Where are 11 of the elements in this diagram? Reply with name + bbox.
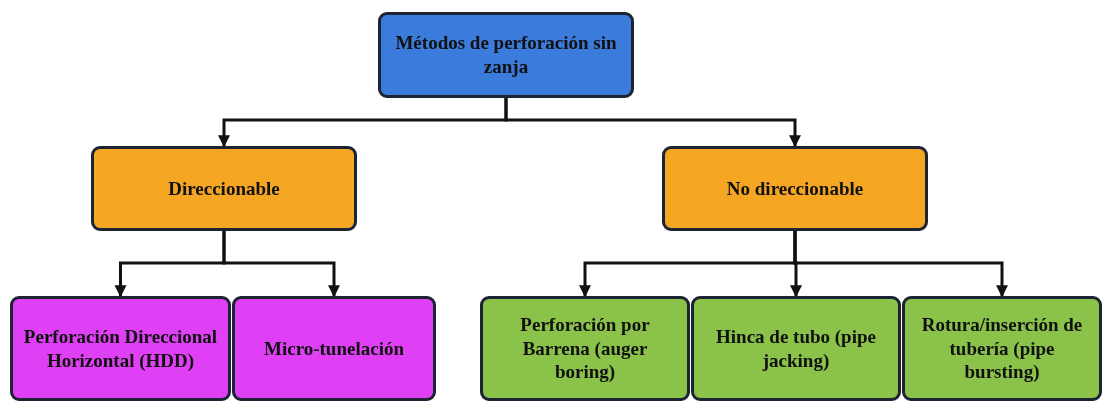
arrow: [504, 98, 801, 148]
arrow: [222, 231, 340, 298]
category-box: Métodos de perforación sin zanja: [378, 12, 634, 98]
category-box: Direccionable: [91, 146, 357, 231]
method-box: Rotura/inserción de tubería (pipe bursting): [902, 296, 1102, 401]
method-box: Hinca de tubo (pipe jacking): [691, 296, 901, 401]
method-box: Perforación Direccional Horizontal (HDD): [10, 296, 231, 401]
method-box: Micro-tunelación: [232, 296, 436, 401]
category-box: No direccionable: [662, 146, 928, 231]
method-box: Perforación por Barrena (auger boring): [480, 296, 690, 401]
arrow: [793, 231, 1008, 298]
